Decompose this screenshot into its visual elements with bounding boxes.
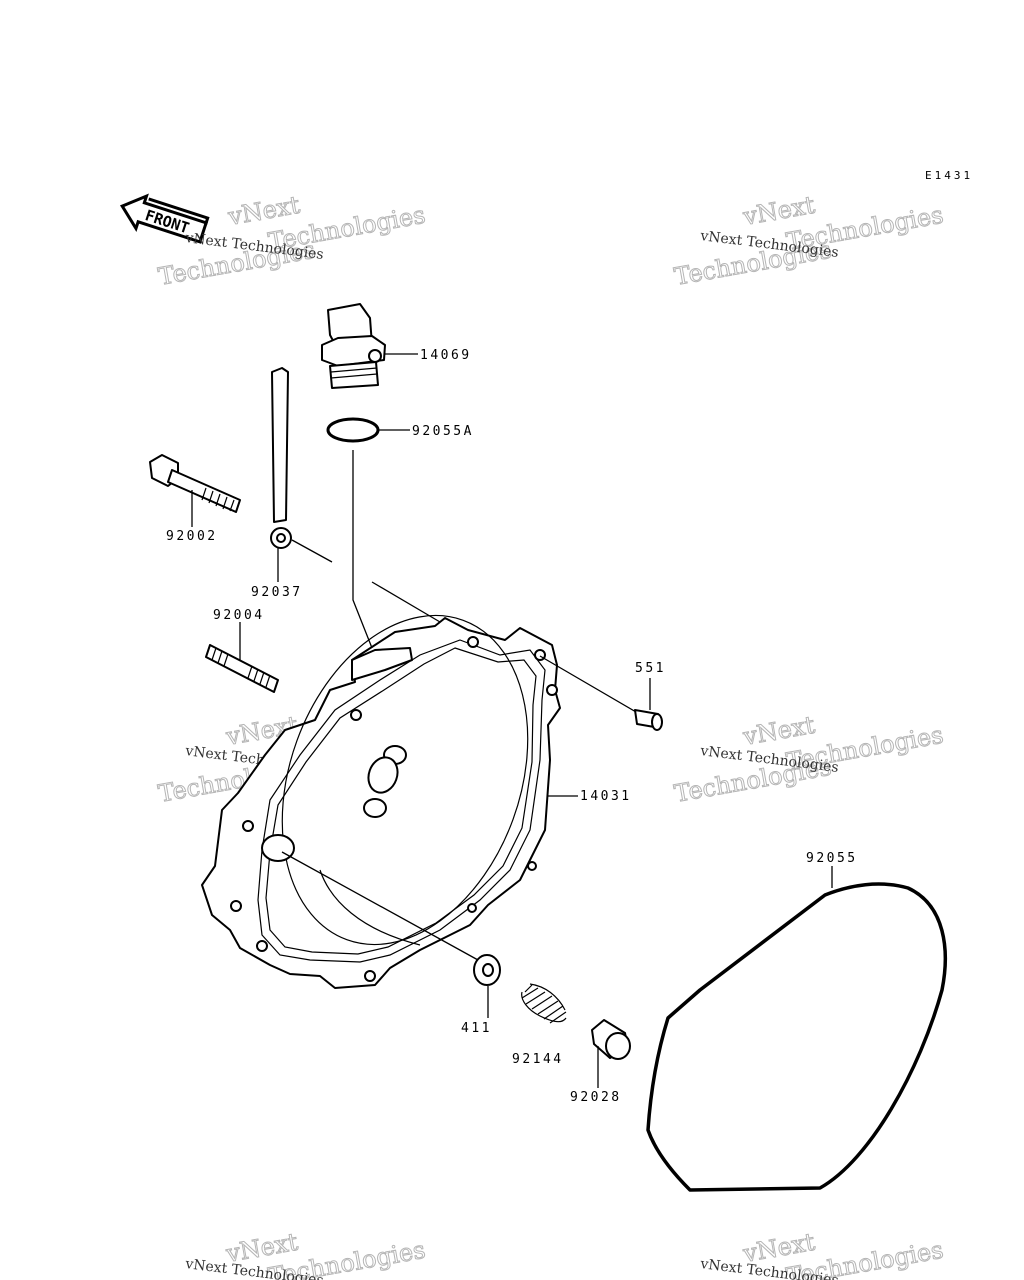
dowel-551 [634,709,663,731]
part-label-92028: 92028 [570,1090,622,1105]
part-label-92144: 92144 [512,1052,564,1067]
collar-92028 [591,1019,631,1060]
part-label-92004: 92004 [213,608,265,623]
diagram-code: E1431 [925,169,973,182]
part-label-14069: 14069 [420,348,472,363]
washer-411 [473,954,501,986]
watermark-bottom-right: vNext Technologies vNext Technologies [699,1227,946,1280]
watermark-mid-right: vNext Technologies Technologies vNext Te… [672,710,946,808]
dipstick-92037 [270,367,292,549]
bolt-92002 [149,454,241,513]
stud-92004 [205,644,279,693]
part-label-92002: 92002 [166,529,218,544]
part-label-92037: 92037 [251,585,303,600]
gasket-92055 [646,882,948,1192]
part-label-551: 551 [635,661,666,676]
watermark-bottom-left: vNext Technologies vNext Technologies [184,1227,428,1280]
watermark-top-left: vNext Technologies Technologies vNext Te… [156,190,428,291]
leader-92037-install [291,539,441,623]
leader-411 [281,851,489,1018]
leader-92055A-install [352,450,373,649]
part-label-14031: 14031 [580,789,632,804]
o-ring-92055A [326,417,380,443]
part-label-92055: 92055 [806,851,858,866]
front-arrow-icon: FRONT [119,193,210,244]
spring-92144 [521,983,567,1024]
oil-cap-14069 [321,303,386,389]
part-label-92055A: 92055A [412,424,474,439]
leader-551 [539,655,651,713]
watermark-top-right: vNext Technologies Technologies vNext Te… [672,190,946,291]
clutch-cover-14031 [201,614,561,989]
part-label-411: 411 [461,1021,492,1036]
